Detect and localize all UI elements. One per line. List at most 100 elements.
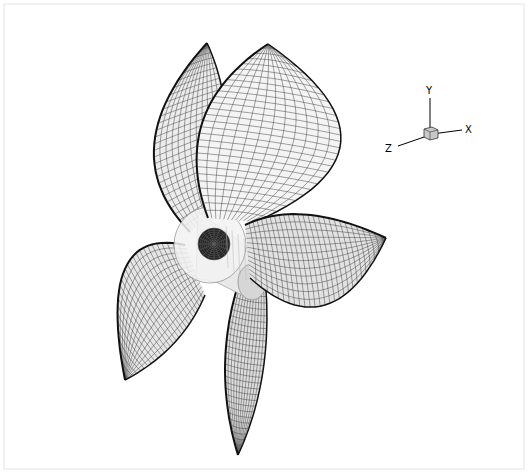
axis-triad (398, 98, 462, 146)
blade-surface (225, 285, 267, 455)
mesh-line (351, 224, 362, 278)
hub-mesh-line (232, 230, 234, 272)
spinner-spoke (203, 233, 214, 244)
mesh-line (266, 218, 279, 299)
mesh-line (197, 153, 328, 172)
mesh-line (227, 334, 266, 341)
mesh-line (329, 218, 344, 295)
spinner-spoke (203, 244, 214, 255)
hub-mesh-line (244, 238, 246, 280)
spinner-spoke (214, 244, 215, 260)
mesh-line (261, 219, 273, 296)
mesh-line (207, 44, 268, 218)
mesh-line (356, 226, 366, 273)
spinner-spoke (214, 244, 230, 245)
mesh-line (226, 346, 265, 354)
spinner-spoke (214, 244, 225, 255)
mesh-line (118, 306, 155, 361)
mesh-line (230, 425, 249, 429)
mesh-line (211, 102, 339, 122)
mesh-line (218, 91, 333, 109)
axis-cube-edge (424, 129, 438, 132)
mesh-line (203, 203, 277, 212)
mesh-line (225, 370, 262, 377)
spinner-spoke (214, 233, 225, 244)
blade-edge (125, 295, 205, 380)
spinner-ring (198, 228, 230, 260)
mesh-line (368, 230, 374, 260)
mesh-line (232, 431, 247, 434)
mesh-line (227, 340, 266, 348)
mesh-line (230, 315, 267, 322)
axis-cube (424, 127, 438, 140)
mesh-line (251, 44, 329, 222)
hub-mesh-line (238, 234, 240, 276)
mesh-line (226, 388, 259, 395)
mesh-line (253, 222, 262, 288)
mesh-line (199, 133, 338, 154)
mesh-line (201, 195, 287, 206)
mesh-line (229, 321, 267, 328)
spinner-spoke (208, 229, 214, 244)
mesh-line (120, 285, 165, 352)
mesh-line (227, 400, 256, 406)
mesh-line (119, 292, 161, 356)
blade-edge (238, 290, 267, 455)
mesh-line (227, 406, 254, 411)
mesh-line (198, 181, 304, 195)
mesh-line (232, 309, 267, 316)
mesh-line (225, 376, 261, 383)
mesh-line (199, 188, 295, 201)
mesh-line (233, 437, 245, 440)
blade-edge (118, 243, 186, 380)
mesh-line (227, 80, 324, 95)
mesh-line (226, 352, 265, 360)
mesh-line (205, 210, 266, 217)
mesh-line (225, 364, 263, 371)
blade-edge (250, 238, 386, 307)
blade-edge (197, 44, 268, 218)
mesh-line (334, 219, 349, 292)
mesh-line (362, 228, 370, 267)
mesh-line (174, 73, 219, 88)
mesh-line (228, 413, 252, 418)
mesh-line (238, 288, 257, 455)
mesh-line (232, 44, 276, 220)
mesh-line (178, 68, 217, 81)
mesh-line (233, 303, 267, 309)
blade-edge (245, 214, 386, 238)
mesh-line (222, 85, 329, 102)
blade (245, 214, 386, 307)
mesh-line (229, 419, 251, 423)
mesh-line (270, 217, 284, 302)
mesh-line (197, 167, 318, 184)
blade (225, 285, 267, 455)
axis-cube-edge (430, 132, 431, 140)
blade-edge (255, 44, 341, 222)
axis-label: X (465, 125, 472, 135)
hub-mesh-line (226, 226, 228, 268)
blade-surface (197, 44, 341, 222)
spinner-spoke (199, 244, 214, 250)
mesh-line (197, 174, 311, 190)
mesh-line (197, 146, 332, 166)
mesh-line (339, 221, 353, 288)
blade-surface (245, 214, 386, 307)
mesh-line (248, 238, 387, 261)
mesh-line (225, 382, 259, 389)
blade-edge (225, 285, 238, 455)
mesh-line (197, 160, 324, 178)
mesh-line (201, 127, 340, 148)
mesh-line (239, 44, 296, 221)
spinner-spoke (214, 244, 220, 259)
mesh-line (374, 233, 379, 254)
axis-label: Y (426, 86, 432, 96)
mesh-line (225, 358, 263, 366)
mesh-line (257, 220, 267, 292)
mesh-line (121, 279, 167, 349)
spinner-spoke (214, 228, 215, 244)
mesh-line (345, 222, 357, 283)
mesh-line (208, 108, 340, 128)
mesh-line (228, 328, 266, 335)
